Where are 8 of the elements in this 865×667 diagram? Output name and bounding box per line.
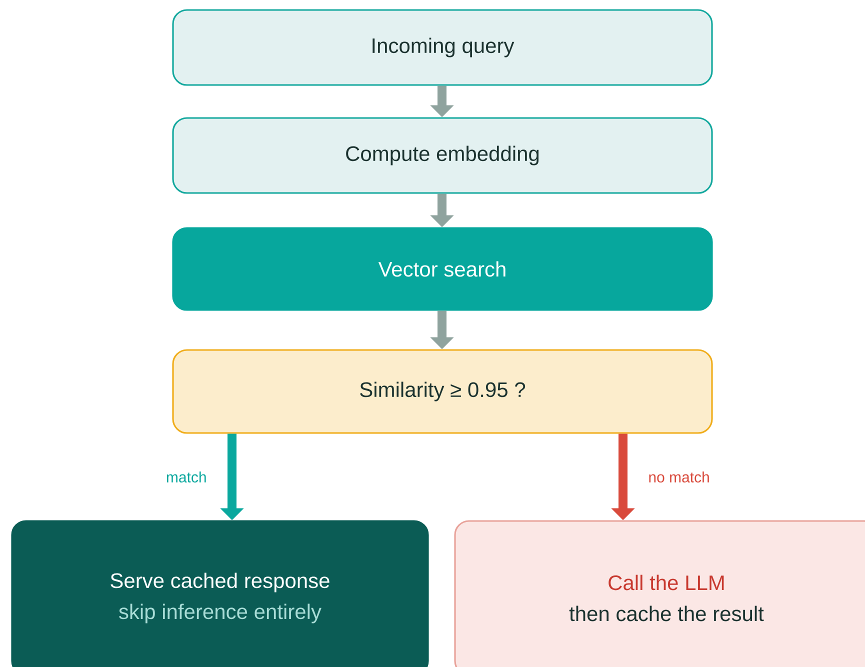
result-box: Serve cached response skip inference entirely xyxy=(11,520,429,667)
result-box: Call the LLM then cache the result xyxy=(454,520,865,667)
process-box: Incoming query xyxy=(172,9,713,86)
process-box: Vector search xyxy=(172,227,713,311)
process-box: Compute embedding xyxy=(172,117,713,194)
edge-label: match xyxy=(166,472,206,482)
edge-label: no match xyxy=(649,472,709,482)
decision-box: Similarity ≥ 0.95 ? xyxy=(172,349,713,434)
